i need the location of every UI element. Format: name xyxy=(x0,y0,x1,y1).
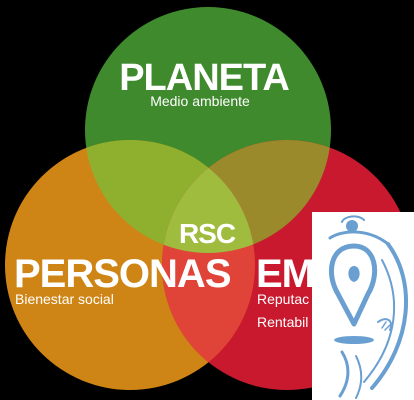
planeta-title: PLANETA xyxy=(119,57,289,99)
logo-overlay xyxy=(312,212,414,400)
empresa-subtitle-line-2: Rentabil xyxy=(257,314,308,330)
rsc-label: RSC xyxy=(179,218,236,249)
personas-subtitle: Bienestar social xyxy=(15,291,114,307)
overlap-center xyxy=(162,140,255,253)
map-pin-figure-logo-icon xyxy=(328,215,408,399)
empresa-subtitle-line-1: Reputac xyxy=(257,291,309,307)
personas-title: PERSONAS xyxy=(14,252,231,296)
planeta-subtitle: Medio ambiente xyxy=(150,93,250,109)
